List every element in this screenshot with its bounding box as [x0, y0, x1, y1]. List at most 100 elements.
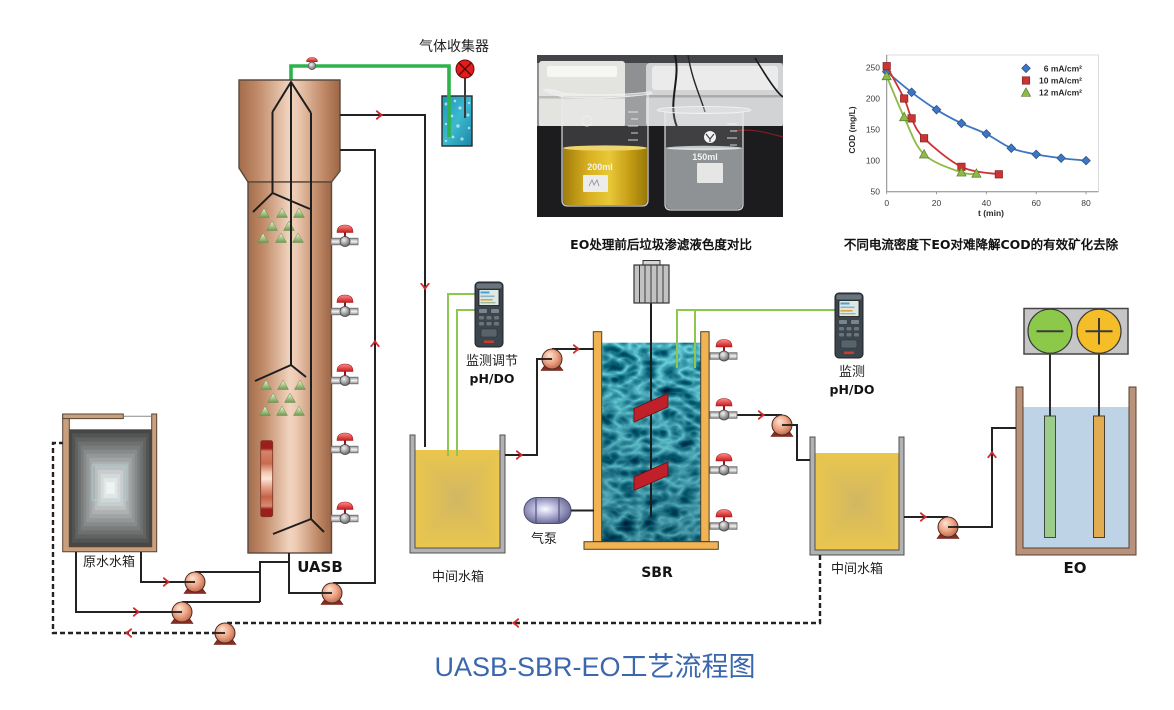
- sample-tag: [697, 163, 723, 183]
- lab-instrument-right-seam: [646, 95, 783, 98]
- y-tick-label: 250: [866, 62, 880, 72]
- air-pump-bands: [535, 498, 560, 523]
- separator-deflector-upper: [252, 191, 311, 213]
- monitor-1-parameters: pH/DO: [470, 371, 515, 386]
- legend-marker-12-ma: [1020, 87, 1032, 97]
- monitor-2-label: 监测: [839, 365, 865, 380]
- bubble: [467, 126, 471, 130]
- data-point-6-ma: [1081, 155, 1091, 166]
- separator-deflector-lower: [272, 517, 325, 535]
- air-pump: 气泵: [523, 497, 572, 547]
- lab-cable: [687, 55, 706, 113]
- sbr-outlet-valve: [709, 508, 738, 532]
- ph-do-monitor-2: 监测 pH/DO: [830, 292, 875, 397]
- stirrer-blade-lower: [633, 461, 669, 492]
- photo-caption: EO处理前后垃圾渗滤液色度对比: [570, 237, 752, 252]
- graduation-marks: [727, 123, 737, 146]
- sbr-feed-pump: [540, 348, 564, 372]
- chart-caption: 不同电流密度下EO对难降解COD的有效矿化去除: [844, 237, 1119, 252]
- uasb-sampling-valve: [330, 363, 359, 387]
- bubble: [460, 137, 464, 141]
- bubble: [444, 102, 448, 106]
- tank-1-probe-cable-b: [456, 309, 476, 456]
- data-point-12-ma: [918, 148, 930, 159]
- intermediate-tank-1-label: 中间水箱: [432, 569, 484, 585]
- return-line-lower: [51, 441, 225, 635]
- sbr-outlet-valves: [709, 338, 738, 532]
- intermediate-tank-2-label: 中间水箱: [831, 561, 883, 577]
- uasb-feed-header: [259, 561, 289, 602]
- sample-tag: [583, 175, 608, 192]
- uasb-reactor: UASB: [238, 79, 343, 576]
- recirculation-pump: [320, 582, 344, 606]
- ph-do-monitor-1: 监测调节 pH/DO: [466, 281, 518, 386]
- dc-power-supply: [1023, 307, 1129, 355]
- y-tick-label: 100: [866, 156, 880, 166]
- diagram-title: UASB-SBR-EO工艺流程图: [434, 652, 755, 682]
- data-point-10-ma: [900, 94, 909, 103]
- eo-cathode-plate: [1044, 415, 1056, 538]
- x-tick-label: 40: [982, 198, 992, 208]
- gradient-band: [453, 494, 462, 504]
- lab-cable: [734, 129, 783, 138]
- valve-body-icon: [307, 61, 317, 70]
- uasb-sight-glass: [260, 440, 274, 518]
- bubble: [466, 113, 470, 117]
- tank-1-probe-cable-a: [447, 293, 476, 456]
- air-pump-label: 气泵: [531, 531, 557, 547]
- gas-flow-meter-icon: [455, 59, 475, 79]
- stirrer-blade-upper: [633, 392, 669, 423]
- plus-icon: [1085, 318, 1113, 345]
- x-tick-label: 20: [932, 198, 942, 208]
- beaker-logo-mark: [705, 133, 715, 142]
- intermediate-tank-1-liquid: [415, 450, 500, 548]
- intermediate-tank-2: 中间水箱: [809, 436, 905, 577]
- monitor-1-label: 监测调节: [466, 354, 518, 369]
- treated-surface: [666, 145, 742, 151]
- data-point-6-ma: [981, 129, 992, 139]
- sbr-wall-left: [592, 331, 603, 543]
- legend-label-10-ma: 10 mA/cm²: [1039, 76, 1082, 86]
- lab-instrument-left-top: [547, 66, 617, 77]
- sbr-outlet-valve: [709, 452, 738, 476]
- beaker-after-treatment: 150ml: [656, 106, 752, 211]
- sbr-probe-cable-a: [676, 309, 836, 368]
- sbr-effluent-pump: [770, 414, 794, 438]
- intermediate-tank-1-wall: [409, 434, 506, 554]
- lab-instrument-right-lid: [652, 66, 778, 90]
- eo-feed-pipe: [948, 427, 1016, 528]
- eo-electrolyte: [1023, 407, 1129, 548]
- feed-pump-1: [183, 571, 207, 595]
- monitor-2-parameters: pH/DO: [830, 382, 875, 397]
- raw-water-highlight: [91, 464, 128, 501]
- beaker-logo: [704, 131, 716, 143]
- gradient-band: [106, 482, 115, 494]
- air-pump-body: [523, 497, 572, 524]
- bubble: [458, 106, 462, 110]
- uasb-settling-section: [238, 79, 341, 183]
- motor-cap: [642, 260, 661, 266]
- beaker-logo: [581, 115, 593, 127]
- bubble: [467, 101, 471, 105]
- bubble: [444, 122, 448, 126]
- beaker-rim: [656, 106, 752, 114]
- data-point-6-ma: [956, 118, 967, 129]
- x-tick-label: 0: [884, 198, 889, 208]
- uasb-sampling-valves: [330, 224, 359, 525]
- beaker-rim: [541, 89, 653, 99]
- sbr-outlet-valve: [709, 338, 738, 362]
- x-tick-label: 60: [1031, 198, 1041, 208]
- raw-water-suction-2: [75, 552, 182, 613]
- gas-collection-unit: 气体收集器: [289, 38, 489, 147]
- data-point-12-ma: [956, 166, 967, 177]
- ph-do-meter-1: [474, 281, 504, 348]
- raw-water-suction-1: [140, 552, 195, 583]
- beaker-volume-label: 150ml: [692, 152, 718, 162]
- raw-water-tank: 原水水箱: [62, 413, 158, 570]
- eo-tank-wall: [1015, 386, 1137, 556]
- lab-cable: [754, 57, 783, 98]
